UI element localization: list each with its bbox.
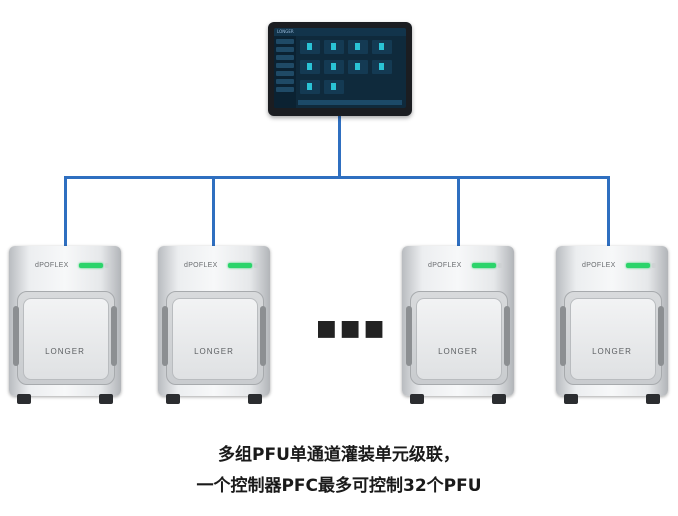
channel-tile <box>300 80 320 94</box>
controller-screen-toolbar <box>298 100 402 105</box>
caption-line-1: 多组PFU单通道灌装单元级联， <box>218 445 460 465</box>
status-led-icon <box>79 263 109 268</box>
pump-brand: dPOFLEX <box>184 262 218 269</box>
pump-logo: LONGER <box>592 347 632 356</box>
channel-tile <box>372 40 392 54</box>
pump-head-cover <box>416 298 502 380</box>
controller-screen: LONGER <box>274 28 406 108</box>
pump-brand: dPOFLEX <box>428 262 462 269</box>
pfc-controller-tablet: LONGER <box>268 22 412 116</box>
drop-wire-3 <box>457 176 460 246</box>
status-led-icon <box>472 263 502 268</box>
pump-head-cover <box>172 298 258 380</box>
bus-wire <box>64 176 610 179</box>
channel-tile <box>348 40 368 54</box>
status-led-icon <box>228 263 258 268</box>
controller-screen-sidebar <box>274 36 296 108</box>
channel-tile <box>324 80 344 94</box>
pfu-pump-1: dPOFLEX LONGER <box>9 246 121 408</box>
drop-wire-1 <box>64 176 67 246</box>
pump-head-cover <box>23 298 109 380</box>
trunk-wire <box>338 114 341 178</box>
pump-brand: dPOFLEX <box>582 262 616 269</box>
pump-brand: dPOFLEX <box>35 262 69 269</box>
channel-tile <box>372 60 392 74</box>
channel-tile <box>324 40 344 54</box>
channel-tile <box>348 60 368 74</box>
pfu-pump-4: dPOFLEX LONGER <box>556 246 668 408</box>
channel-tile <box>300 40 320 54</box>
pump-logo: LONGER <box>45 347 85 356</box>
pump-head-cover <box>570 298 656 380</box>
pump-logo: LONGER <box>194 347 234 356</box>
caption-line-2: 一个控制器PFC最多可控制32个PFU <box>196 476 482 496</box>
pfu-pump-3: dPOFLEX LONGER <box>402 246 514 408</box>
controller-screen-header: LONGER <box>274 28 406 36</box>
pfu-pump-2: dPOFLEX LONGER <box>158 246 270 408</box>
channel-tile <box>324 60 344 74</box>
ellipsis-more-pumps: ■■■ <box>316 316 388 341</box>
drop-wire-2 <box>212 176 215 246</box>
pump-logo: LONGER <box>438 347 478 356</box>
drop-wire-4 <box>607 176 610 246</box>
channel-tile <box>300 60 320 74</box>
status-led-icon <box>626 263 656 268</box>
